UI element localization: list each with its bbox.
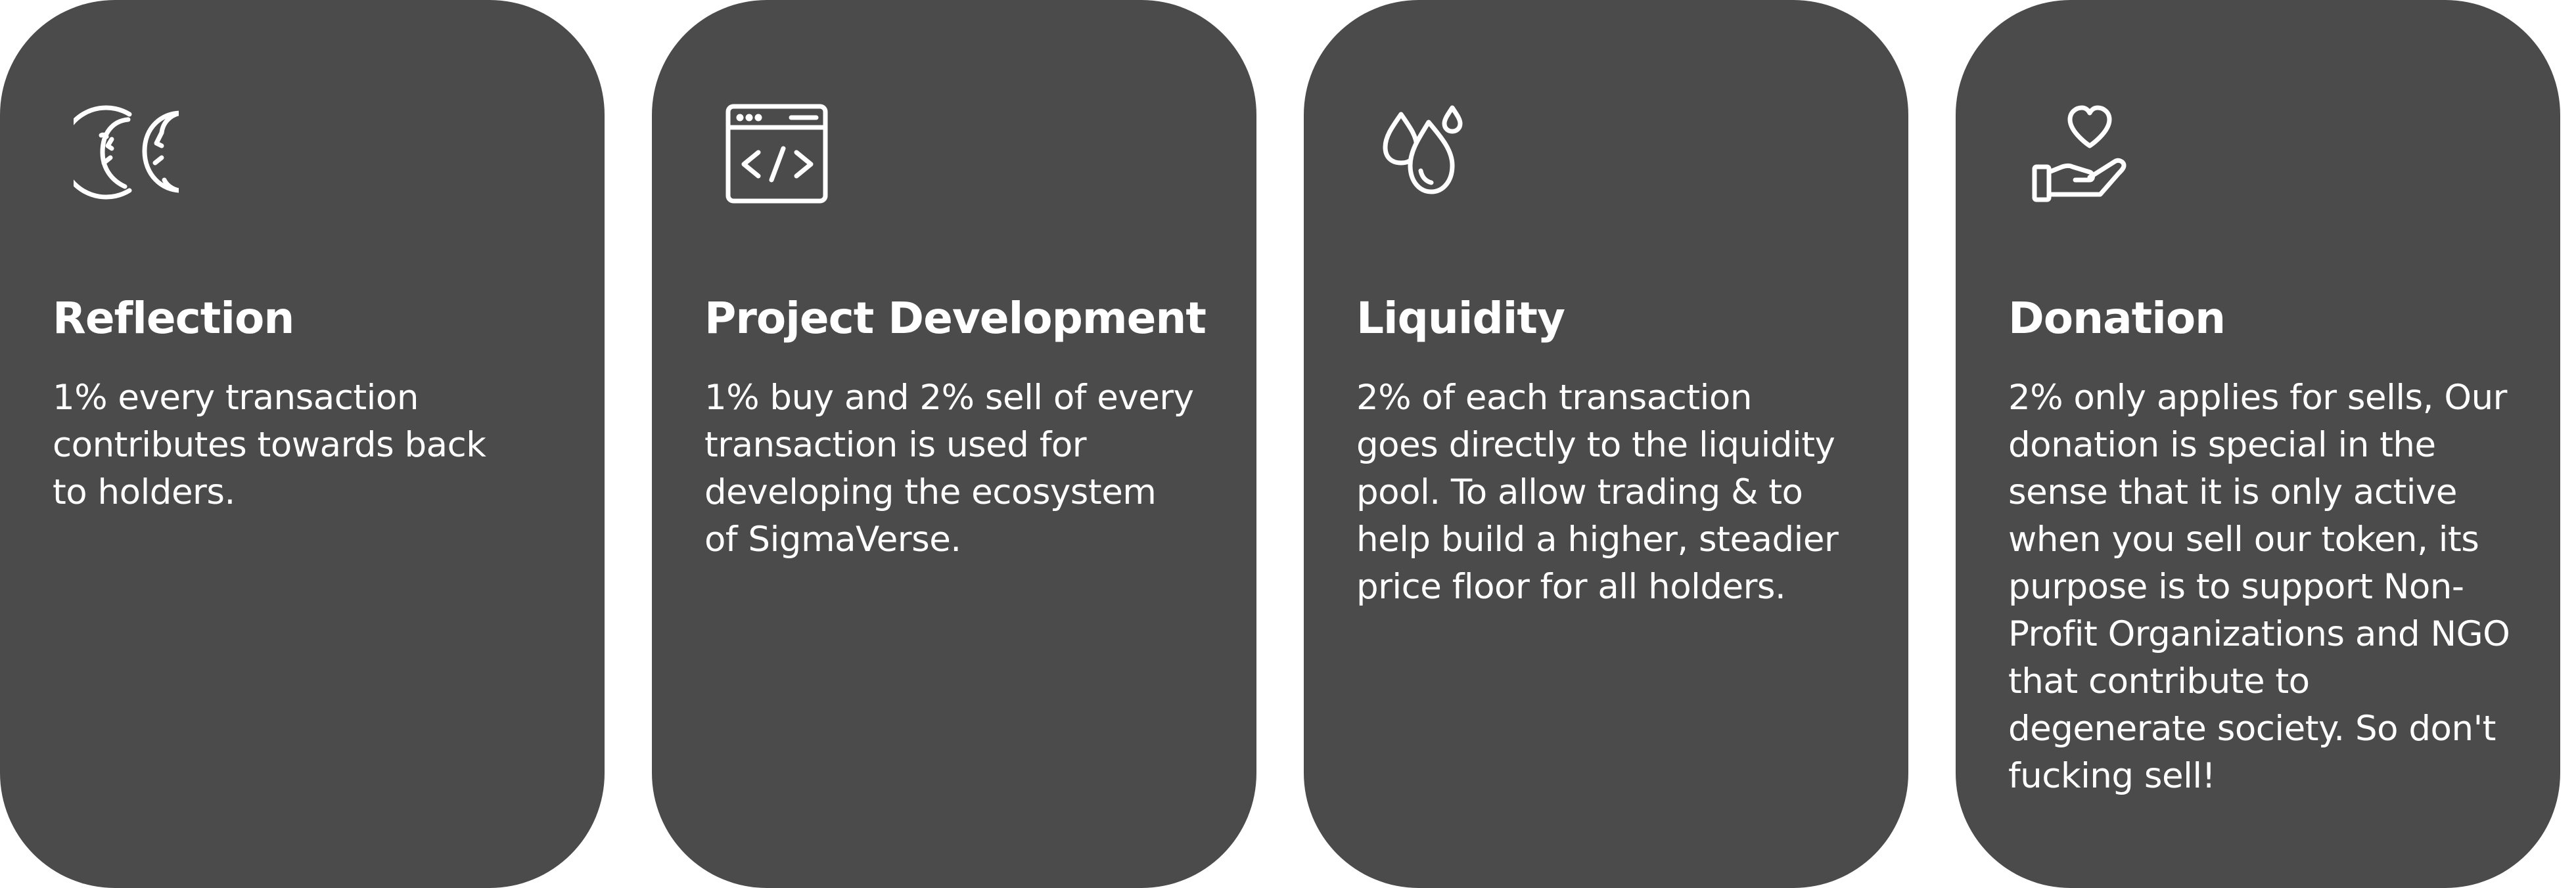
description-line: contributes towards back: [53, 425, 486, 465]
code-window-icon: [725, 99, 831, 204]
water-drops-icon: [1377, 99, 1483, 204]
description-line: transaction is used for: [704, 425, 1087, 465]
description-line: Profit Organizations and NGO: [2008, 614, 2510, 654]
description-line: degenerate society. So don't: [2008, 709, 2496, 749]
card-description: 2% only applies for sells, Our donation …: [2008, 374, 2534, 800]
card-title: Reflection: [53, 293, 294, 344]
description-line: that contribute to: [2008, 661, 2310, 701]
description-line: price floor for all holders.: [1356, 567, 1786, 607]
description-line: pool. To allow trading & to: [1356, 472, 1803, 512]
description-line: 2% of each transaction: [1356, 378, 1752, 418]
description-line: goes directly to the liquidity: [1356, 425, 1835, 465]
card-description: 1% every transaction contributes towards…: [53, 374, 578, 516]
card-project-development: Project Development 1% buy and 2% sell o…: [652, 0, 1256, 888]
heart-in-hand-icon: [2029, 99, 2134, 204]
card-title: Liquidity: [1356, 293, 1565, 344]
card-title: Donation: [2008, 293, 2226, 344]
card-description: 1% buy and 2% sell of every transaction …: [704, 374, 1230, 564]
description-line: purpose is to support Non-: [2008, 567, 2464, 607]
card-donation: Donation 2% only applies for sells, Our …: [1956, 0, 2560, 888]
description-line: fucking sell!: [2008, 756, 2216, 796]
card-title: Project Development: [704, 293, 1207, 344]
description-line: 1% buy and 2% sell of every: [704, 378, 1194, 418]
card-description: 2% of each transaction goes directly to …: [1356, 374, 1882, 611]
description-line: to holders.: [53, 472, 235, 512]
card-reflection: Reflection 1% every transaction contribu…: [0, 0, 605, 888]
description-line: 1% every transaction: [53, 378, 419, 418]
description-line: 2% only applies for sells, Our: [2008, 378, 2507, 418]
description-line: of SigmaVerse.: [704, 520, 961, 560]
description-line: when you sell our token, its: [2008, 520, 2479, 560]
description-line: developing the ecosystem: [704, 472, 1157, 512]
card-liquidity: Liquidity 2% of each transaction goes di…: [1304, 0, 1908, 888]
description-line: sense that it is only active: [2008, 472, 2457, 512]
description-line: donation is special in the: [2008, 425, 2436, 465]
description-line: help build a higher, steadier: [1356, 520, 1839, 560]
two-faces-icon: [74, 99, 179, 204]
